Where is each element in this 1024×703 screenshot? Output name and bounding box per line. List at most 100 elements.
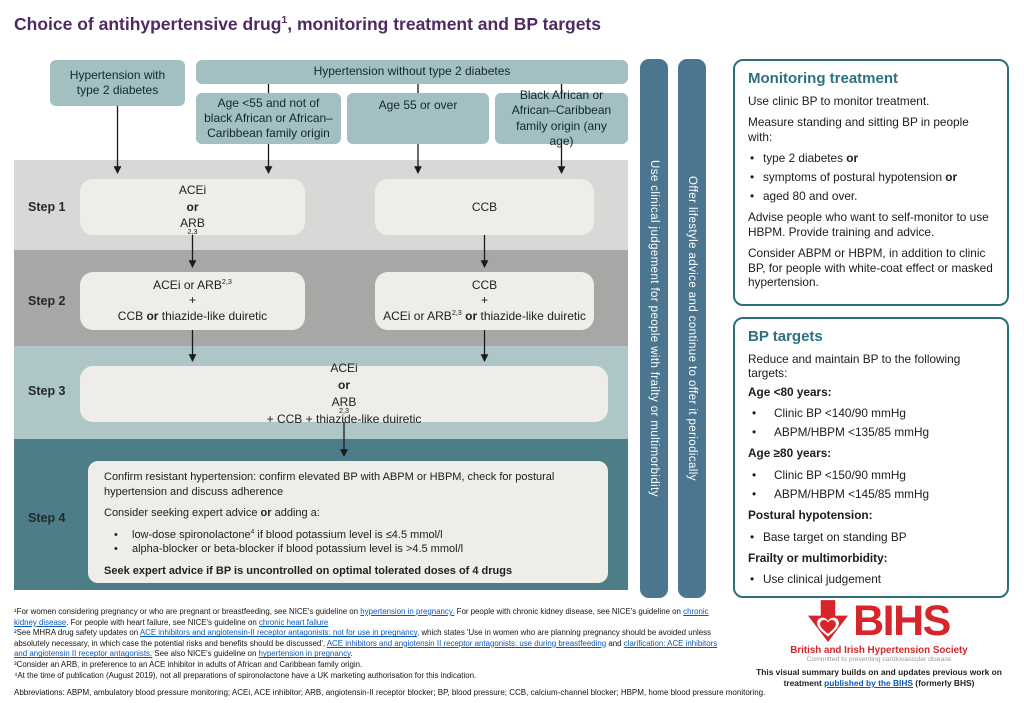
list-item: ABPM/HBPM <145/85 mmHg bbox=[748, 487, 994, 502]
text-segment: Seek expert advice if BP is uncontrolled… bbox=[104, 564, 513, 577]
text-segment: This visual summary builds on and update… bbox=[756, 667, 1002, 688]
plus-sign: + bbox=[481, 293, 488, 309]
text-segment: Choice of antihypertensive drug bbox=[14, 14, 282, 34]
step4-consider-text: Consider seeking expert advice or adding… bbox=[104, 506, 592, 521]
footnote-2: ²See MHRA drug safety updates on ACE inh… bbox=[14, 628, 731, 660]
monitoring-bullets: type 2 diabetes or symptoms of postural … bbox=[748, 151, 994, 204]
text-segment: or bbox=[945, 170, 958, 185]
list-item: Clinic BP <150/90 mmHg bbox=[748, 468, 994, 483]
list-item: Use clinical judgement bbox=[748, 572, 994, 587]
bp-group-label: Frailty or multimorbidity: bbox=[748, 550, 888, 565]
text-segment: ACEi or ARB bbox=[153, 277, 222, 292]
list-item: Clinic BP <140/90 mmHg bbox=[748, 406, 994, 421]
step2-right-line3: ACEi or ARB2,3 or thiazide-like duiretic bbox=[383, 309, 586, 325]
text-segment: See also NICE's guideline on bbox=[152, 649, 259, 659]
step4-label: Step 4 bbox=[28, 511, 66, 525]
inline-link[interactable]: ACE inhibitors and angiotensin-II recept… bbox=[139, 628, 417, 638]
text-segment: or bbox=[146, 308, 159, 323]
text-segment: CCB bbox=[117, 308, 147, 323]
bp-group-label: Age <80 years: bbox=[748, 384, 832, 399]
text-segment: , which states 'Use in women who are pla… bbox=[14, 628, 712, 648]
plus-sign: + bbox=[189, 293, 196, 309]
superscript: 2,3 bbox=[451, 307, 462, 317]
text-segment: symptoms of postural hypotension bbox=[763, 170, 946, 185]
list-item: ABPM/HBPM <135/85 mmHg bbox=[748, 425, 994, 440]
text-segment: or bbox=[260, 507, 272, 520]
inline-link[interactable]: chronic kidney disease bbox=[14, 607, 709, 627]
down-arrow-heart-icon bbox=[808, 600, 849, 642]
text-segment: thiazide-like duiretic bbox=[158, 308, 268, 323]
text-segment: CCB bbox=[471, 199, 498, 214]
footnote-4: ⁴At the time of publication (August 2019… bbox=[14, 671, 731, 682]
step3-label: Step 3 bbox=[28, 384, 66, 398]
bp-targets-panel: BP targets Reduce and maintain BP to the… bbox=[733, 317, 1009, 598]
box-hypertension-without-diabetes: Hypertension without type 2 diabetes bbox=[196, 60, 628, 84]
text-segment: + bbox=[480, 293, 488, 308]
text-segment: alpha-blocker or beta-blocker if blood p… bbox=[132, 543, 464, 556]
list-item: alpha-blocker or beta-blocker if blood p… bbox=[104, 542, 592, 557]
text-segment: adding a: bbox=[271, 507, 320, 520]
inline-link[interactable]: ACE inhibitors and angiotensin II recept… bbox=[326, 638, 607, 648]
inline-link[interactable]: clarification: ACE inhibitors and angiot… bbox=[14, 638, 718, 659]
bihs-block: BIHS British and Irish Hypertension Soci… bbox=[740, 600, 1018, 689]
step2-label: Step 2 bbox=[28, 294, 66, 308]
superscript: 4 bbox=[250, 527, 255, 535]
monitoring-p3: Advise people who want to self-monitor t… bbox=[748, 210, 989, 239]
monitoring-p2: Measure standing and sitting BP in peopl… bbox=[748, 115, 969, 144]
text-segment: Consider seeking expert advice bbox=[104, 507, 261, 520]
monitoring-p1: Use clinic BP to monitor treatment. bbox=[748, 94, 930, 108]
list-item: aged 80 and over. bbox=[748, 188, 994, 204]
text-segment: aged 80 and over. bbox=[763, 188, 858, 203]
text-segment: or bbox=[846, 151, 859, 166]
step2-right-line1: CCB bbox=[472, 278, 497, 294]
lifestyle-advice-bar: Offer lifestyle advice and continue to o… bbox=[678, 59, 706, 598]
superscript: 2,3 bbox=[221, 276, 232, 286]
text-segment: low-dose spironolactone bbox=[132, 528, 251, 541]
bp-targets-heading: BP targets bbox=[748, 328, 823, 345]
inline-link[interactable]: hypertension in pregnancy. bbox=[360, 607, 455, 616]
text-segment: if blood potassium level is ≤4.5 mmol/l bbox=[254, 528, 443, 541]
text-segment: or bbox=[465, 308, 478, 323]
inline-link[interactable]: hypertension in pregnancy bbox=[258, 649, 351, 659]
text-segment: and bbox=[606, 638, 624, 648]
step2-left-line3: CCB or thiazide-like duiretic bbox=[118, 309, 267, 325]
bp-targets-intro: Reduce and maintain BP to the following … bbox=[748, 352, 961, 381]
bihs-logo: BIHS bbox=[740, 600, 1018, 644]
text-segment: , monitoring treatment and BP targets bbox=[287, 14, 601, 34]
superscript: 1 bbox=[281, 14, 288, 27]
footnote-3: ³Consider an ARB, in preference to an AC… bbox=[14, 660, 731, 671]
step1-label: Step 1 bbox=[28, 200, 66, 214]
step4-box: Confirm resistant hypertension: confirm … bbox=[88, 461, 608, 583]
text-segment: For people with chronic kidney disease, … bbox=[454, 607, 684, 616]
list-item: symptoms of postural hypotension or bbox=[748, 170, 994, 185]
text-segment: thiazide-like duiretic bbox=[477, 308, 586, 323]
list-item: Base target on standing BP bbox=[748, 530, 994, 545]
inline-link[interactable]: published by the BIHS bbox=[824, 677, 913, 688]
bp-group-label: Postural hypotension: bbox=[748, 508, 873, 523]
text-segment: type 2 diabetes bbox=[763, 151, 847, 166]
bihs-tagline: Committed to preventing cardiovascular d… bbox=[806, 656, 952, 663]
bp-group-bullets: Use clinical judgement bbox=[748, 572, 994, 587]
text-segment: Confirm resistant hypertension: confirm … bbox=[104, 471, 555, 498]
text-segment: ARB bbox=[180, 216, 205, 231]
clinical-judgement-bar: Use clinical judgement for people with f… bbox=[640, 59, 668, 598]
inline-link[interactable]: chronic heart failure bbox=[258, 617, 329, 627]
bp-group-bullets: Clinic BP <150/90 mmHg ABPM/HBPM <145/85… bbox=[748, 468, 994, 502]
text-segment: ACEi bbox=[178, 182, 207, 197]
bihs-summary-text: This visual summary builds on and update… bbox=[740, 667, 1018, 689]
text-segment: ¹For women considering pregnancy or who … bbox=[14, 607, 361, 616]
footnotes: ¹For women considering pregnancy or who … bbox=[14, 607, 731, 681]
text-segment: CCB bbox=[471, 277, 498, 292]
bp-group-bullets: Base target on standing BP bbox=[748, 530, 994, 545]
monitoring-treatment-panel: Monitoring treatment Use clinic BP to mo… bbox=[733, 59, 1009, 306]
page-title: Choice of antihypertensive drug1, monito… bbox=[14, 14, 601, 35]
text-segment: ACEi or ARB bbox=[383, 308, 452, 323]
step1-right-box: CCB bbox=[375, 179, 594, 235]
text-segment: ACEi bbox=[330, 361, 358, 376]
step2-right-box: CCB + ACEi or ARB2,3 or thiazide-like du… bbox=[375, 272, 594, 330]
list-item: low-dose spironolactone4 if blood potass… bbox=[104, 528, 592, 543]
step2-left-box: ACEi or ARB2,3 + CCB or thiazide-like du… bbox=[80, 272, 305, 330]
